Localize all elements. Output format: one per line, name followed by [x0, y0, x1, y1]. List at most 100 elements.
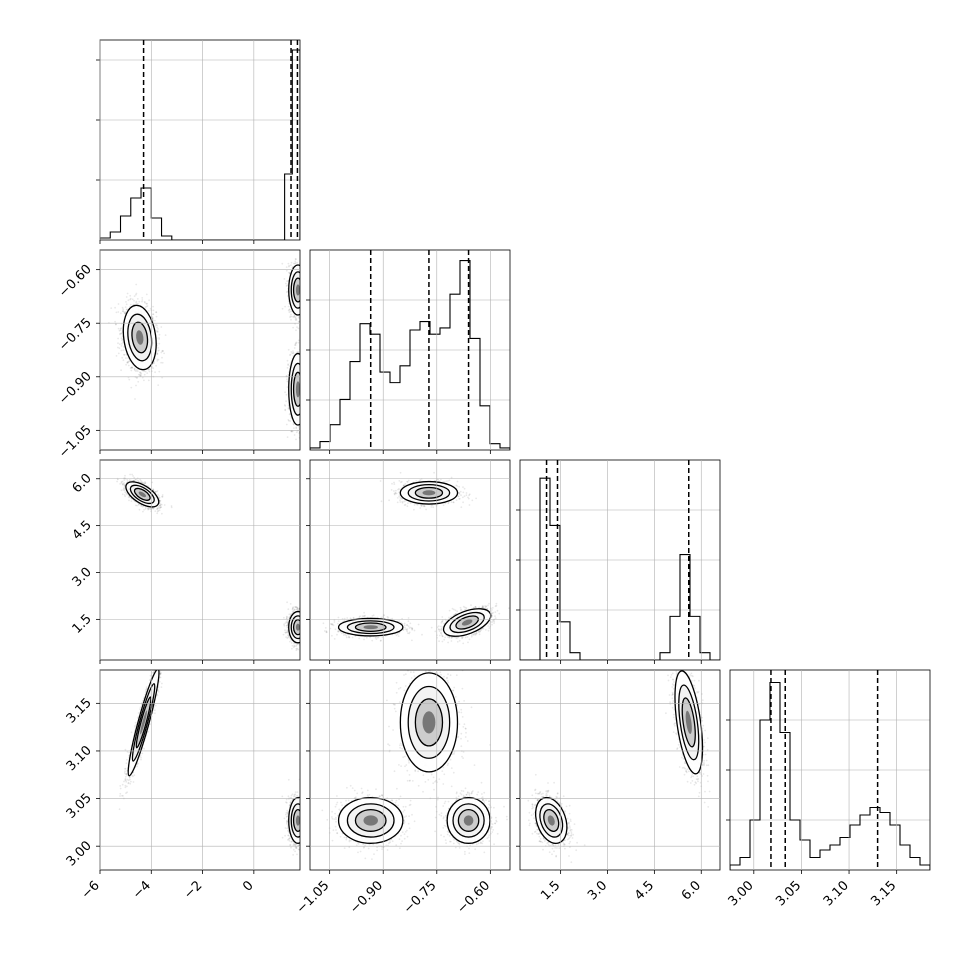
sample-point	[304, 394, 306, 396]
sample-point	[302, 293, 304, 295]
sample-point	[294, 318, 297, 321]
sample-point	[305, 282, 307, 284]
sample-point	[303, 301, 305, 303]
sample-point	[297, 426, 300, 428]
y-tick-label: −0.60	[56, 262, 95, 301]
sample-point	[144, 370, 147, 373]
sample-point	[303, 297, 305, 299]
density-contour	[136, 330, 144, 345]
sample-point	[301, 288, 303, 290]
sample-point	[303, 393, 305, 395]
sample-point	[289, 420, 292, 422]
sample-point	[307, 303, 309, 305]
sample-point	[156, 508, 158, 511]
sample-point	[306, 354, 308, 356]
sample-point	[301, 305, 303, 307]
sample-point	[302, 289, 304, 291]
sample-point	[303, 377, 305, 379]
sample-point	[301, 301, 303, 303]
sample-point	[286, 280, 288, 282]
sample-point	[302, 282, 304, 284]
sample-point	[290, 313, 292, 316]
sample-point	[302, 386, 304, 388]
sample-point	[301, 371, 303, 373]
sample-point	[285, 269, 288, 272]
sample-point	[303, 368, 305, 370]
sample-point	[281, 307, 284, 310]
sample-point	[304, 377, 306, 379]
sample-point	[307, 289, 309, 291]
sample-point	[287, 363, 289, 366]
sample-point	[302, 394, 304, 396]
sample-point	[302, 308, 304, 310]
sample-point	[127, 361, 129, 364]
sample-point	[119, 332, 121, 335]
sample-point	[293, 427, 295, 429]
sample-point	[301, 357, 303, 359]
sample-point	[305, 288, 307, 290]
density-contour	[295, 284, 300, 296]
sample-point	[114, 323, 117, 326]
sample-point	[305, 294, 307, 296]
sample-point	[140, 374, 142, 377]
sample-point	[304, 274, 306, 276]
sample-point	[305, 280, 307, 282]
sample-point	[124, 312, 127, 315]
sample-point	[301, 282, 303, 284]
sample-point	[122, 483, 125, 486]
sample-point	[293, 434, 296, 436]
sample-point	[125, 308, 128, 311]
sample-point	[302, 386, 304, 388]
panel-frame	[519, 459, 721, 661]
sample-point	[301, 287, 303, 289]
sample-point	[123, 484, 126, 487]
sample-point	[301, 299, 303, 301]
sample-point	[286, 386, 289, 388]
sample-point	[302, 282, 304, 284]
sample-point	[131, 366, 134, 369]
sample-point	[304, 410, 306, 412]
sample-point	[139, 372, 142, 374]
sample-point	[303, 399, 305, 401]
sample-point	[304, 285, 306, 287]
sample-point	[304, 310, 306, 312]
sample-point	[300, 271, 302, 273]
sample-point	[302, 409, 304, 411]
sample-point	[303, 300, 305, 302]
sample-point	[303, 398, 305, 400]
sample-point	[302, 394, 304, 396]
sample-point	[301, 430, 303, 432]
sample-point	[122, 349, 125, 352]
sample-point	[302, 395, 304, 397]
sample-point	[294, 344, 297, 347]
sample-point	[301, 405, 303, 407]
sample-point	[301, 284, 303, 286]
sample-point	[130, 500, 133, 502]
sample-point	[303, 302, 305, 304]
sample-point	[131, 367, 134, 369]
sample-point	[157, 347, 160, 349]
sample-point	[118, 347, 121, 350]
sample-point	[305, 397, 307, 399]
sample-point	[158, 342, 161, 345]
sample-point	[296, 261, 298, 264]
sample-point	[303, 292, 305, 294]
sample-point	[304, 293, 306, 295]
sample-point	[304, 285, 306, 287]
sample-point	[301, 385, 303, 387]
sample-point	[119, 483, 121, 485]
sample-point	[156, 324, 158, 327]
sample-point	[305, 378, 307, 380]
sample-point	[156, 489, 159, 492]
sample-point	[161, 361, 164, 364]
sample-point	[294, 262, 297, 264]
sample-point	[303, 354, 305, 356]
sample-point	[158, 507, 161, 510]
sample-point	[301, 278, 303, 280]
sample-point	[302, 270, 304, 272]
sample-point	[301, 281, 303, 283]
sample-point	[158, 333, 161, 336]
sample-point	[307, 297, 309, 299]
sample-point	[295, 438, 297, 441]
sample-point	[302, 391, 304, 393]
